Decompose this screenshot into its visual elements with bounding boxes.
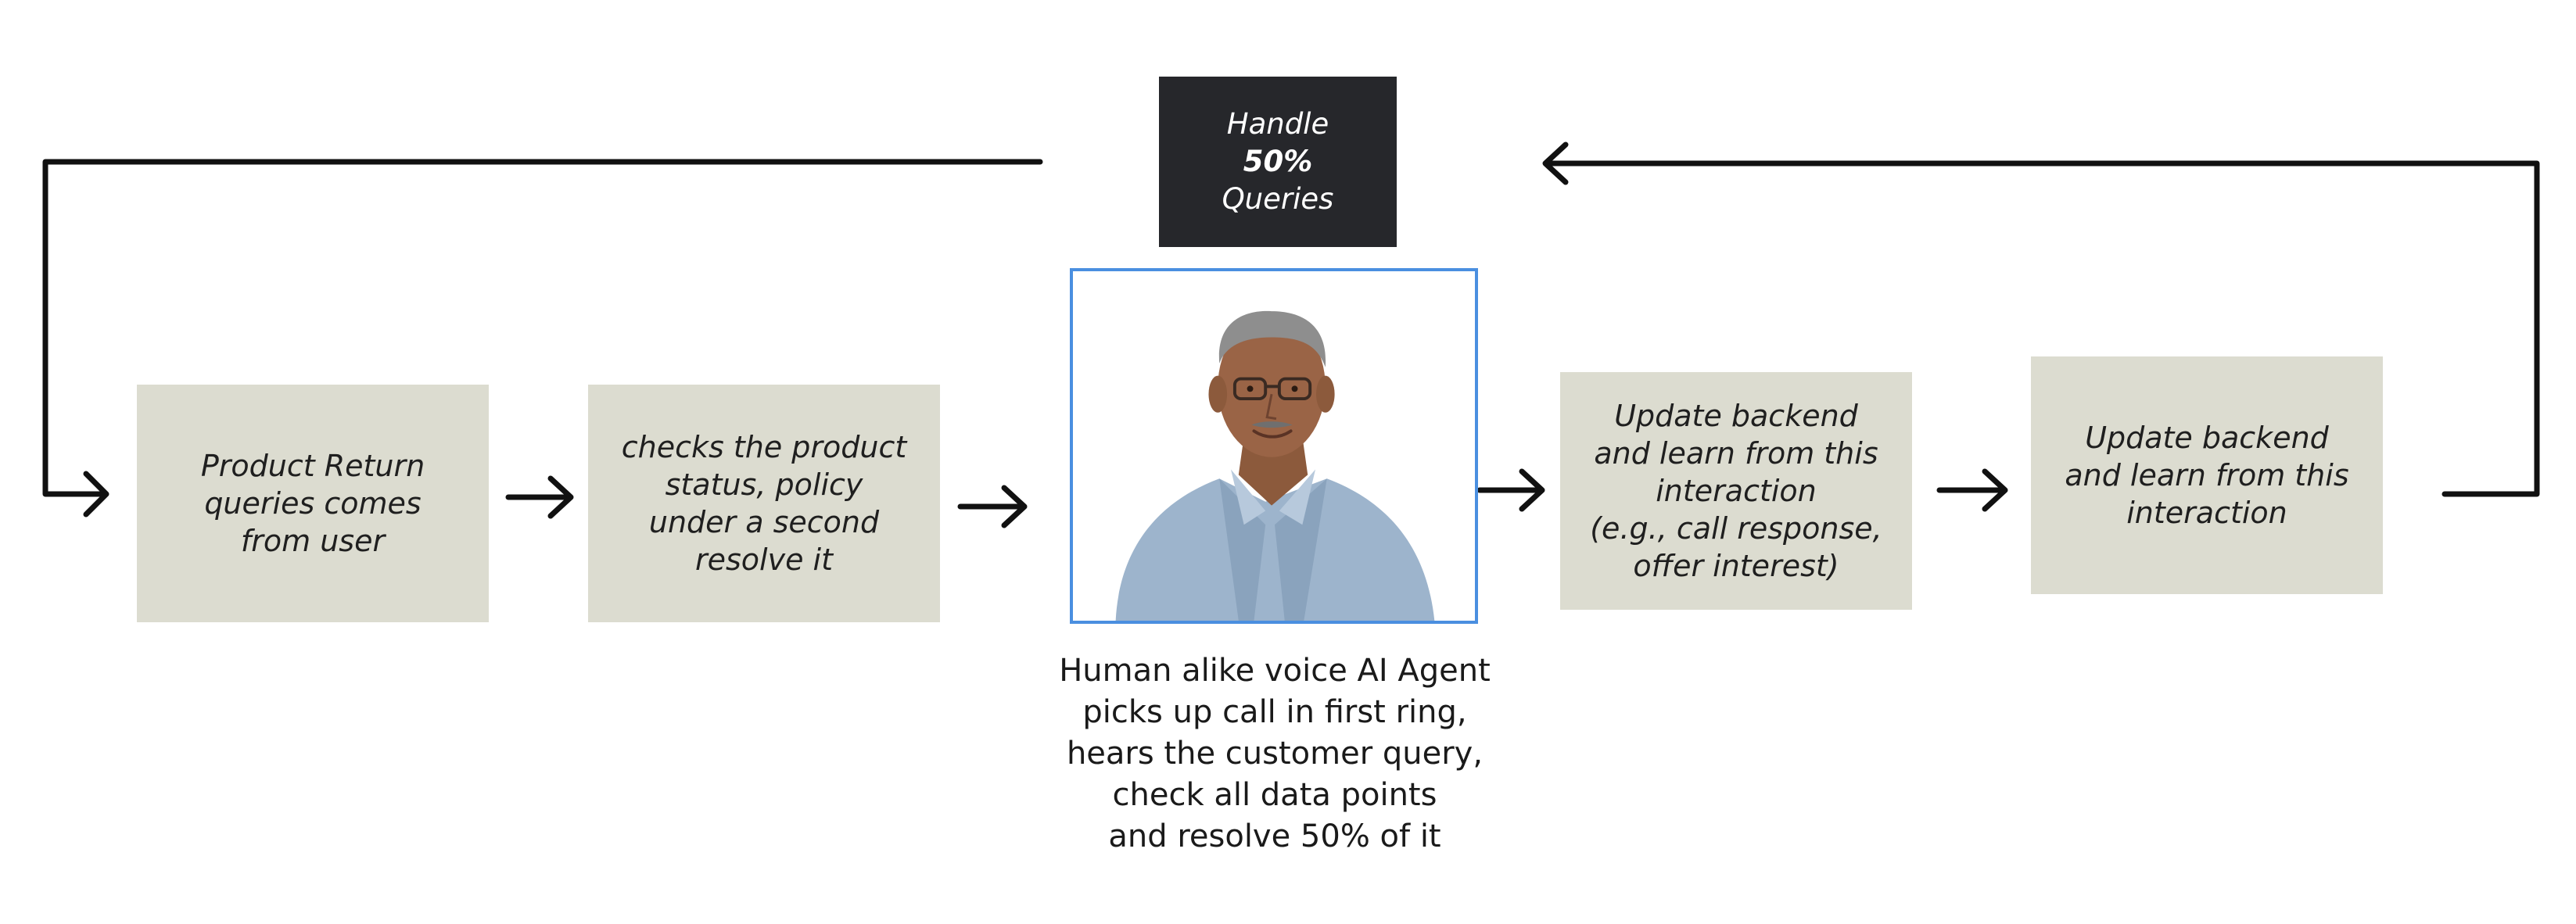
step-update-backend-detailed: Update backend and learn from this inter…: [1560, 372, 1912, 610]
handle-queries-badge: Handle 50% Queries: [1159, 77, 1397, 247]
step-update-backend: Update backend and learn from this inter…: [2031, 356, 2383, 594]
badge-line-3: Queries: [1222, 182, 1334, 216]
step-product-return-queries: Product Return queries comes from user: [137, 385, 489, 622]
ai-agent-portrait: [1070, 268, 1478, 624]
arrow-step2-agent-head: [1001, 485, 1028, 528]
arrow-agent-step3-head: [1519, 468, 1545, 512]
loop-right-connector: [1544, 160, 2540, 497]
loop-left-connector: [42, 159, 1043, 497]
loop-right-arrowhead: [1542, 141, 1569, 185]
person-portrait-icon: [1073, 271, 1475, 621]
arrow-step3-step4-head: [1982, 468, 2008, 512]
badge-line-1: Handle: [1226, 107, 1329, 141]
step-check-product-status: checks the product status, policy under …: [588, 385, 940, 622]
arrow-step1-step2-head: [547, 475, 574, 519]
ai-agent-caption: Human alike voice AI Agent picks up call…: [1059, 653, 1491, 854]
loop-left-arrowhead: [83, 471, 109, 518]
badge-percentage: 50%: [1243, 145, 1313, 178]
